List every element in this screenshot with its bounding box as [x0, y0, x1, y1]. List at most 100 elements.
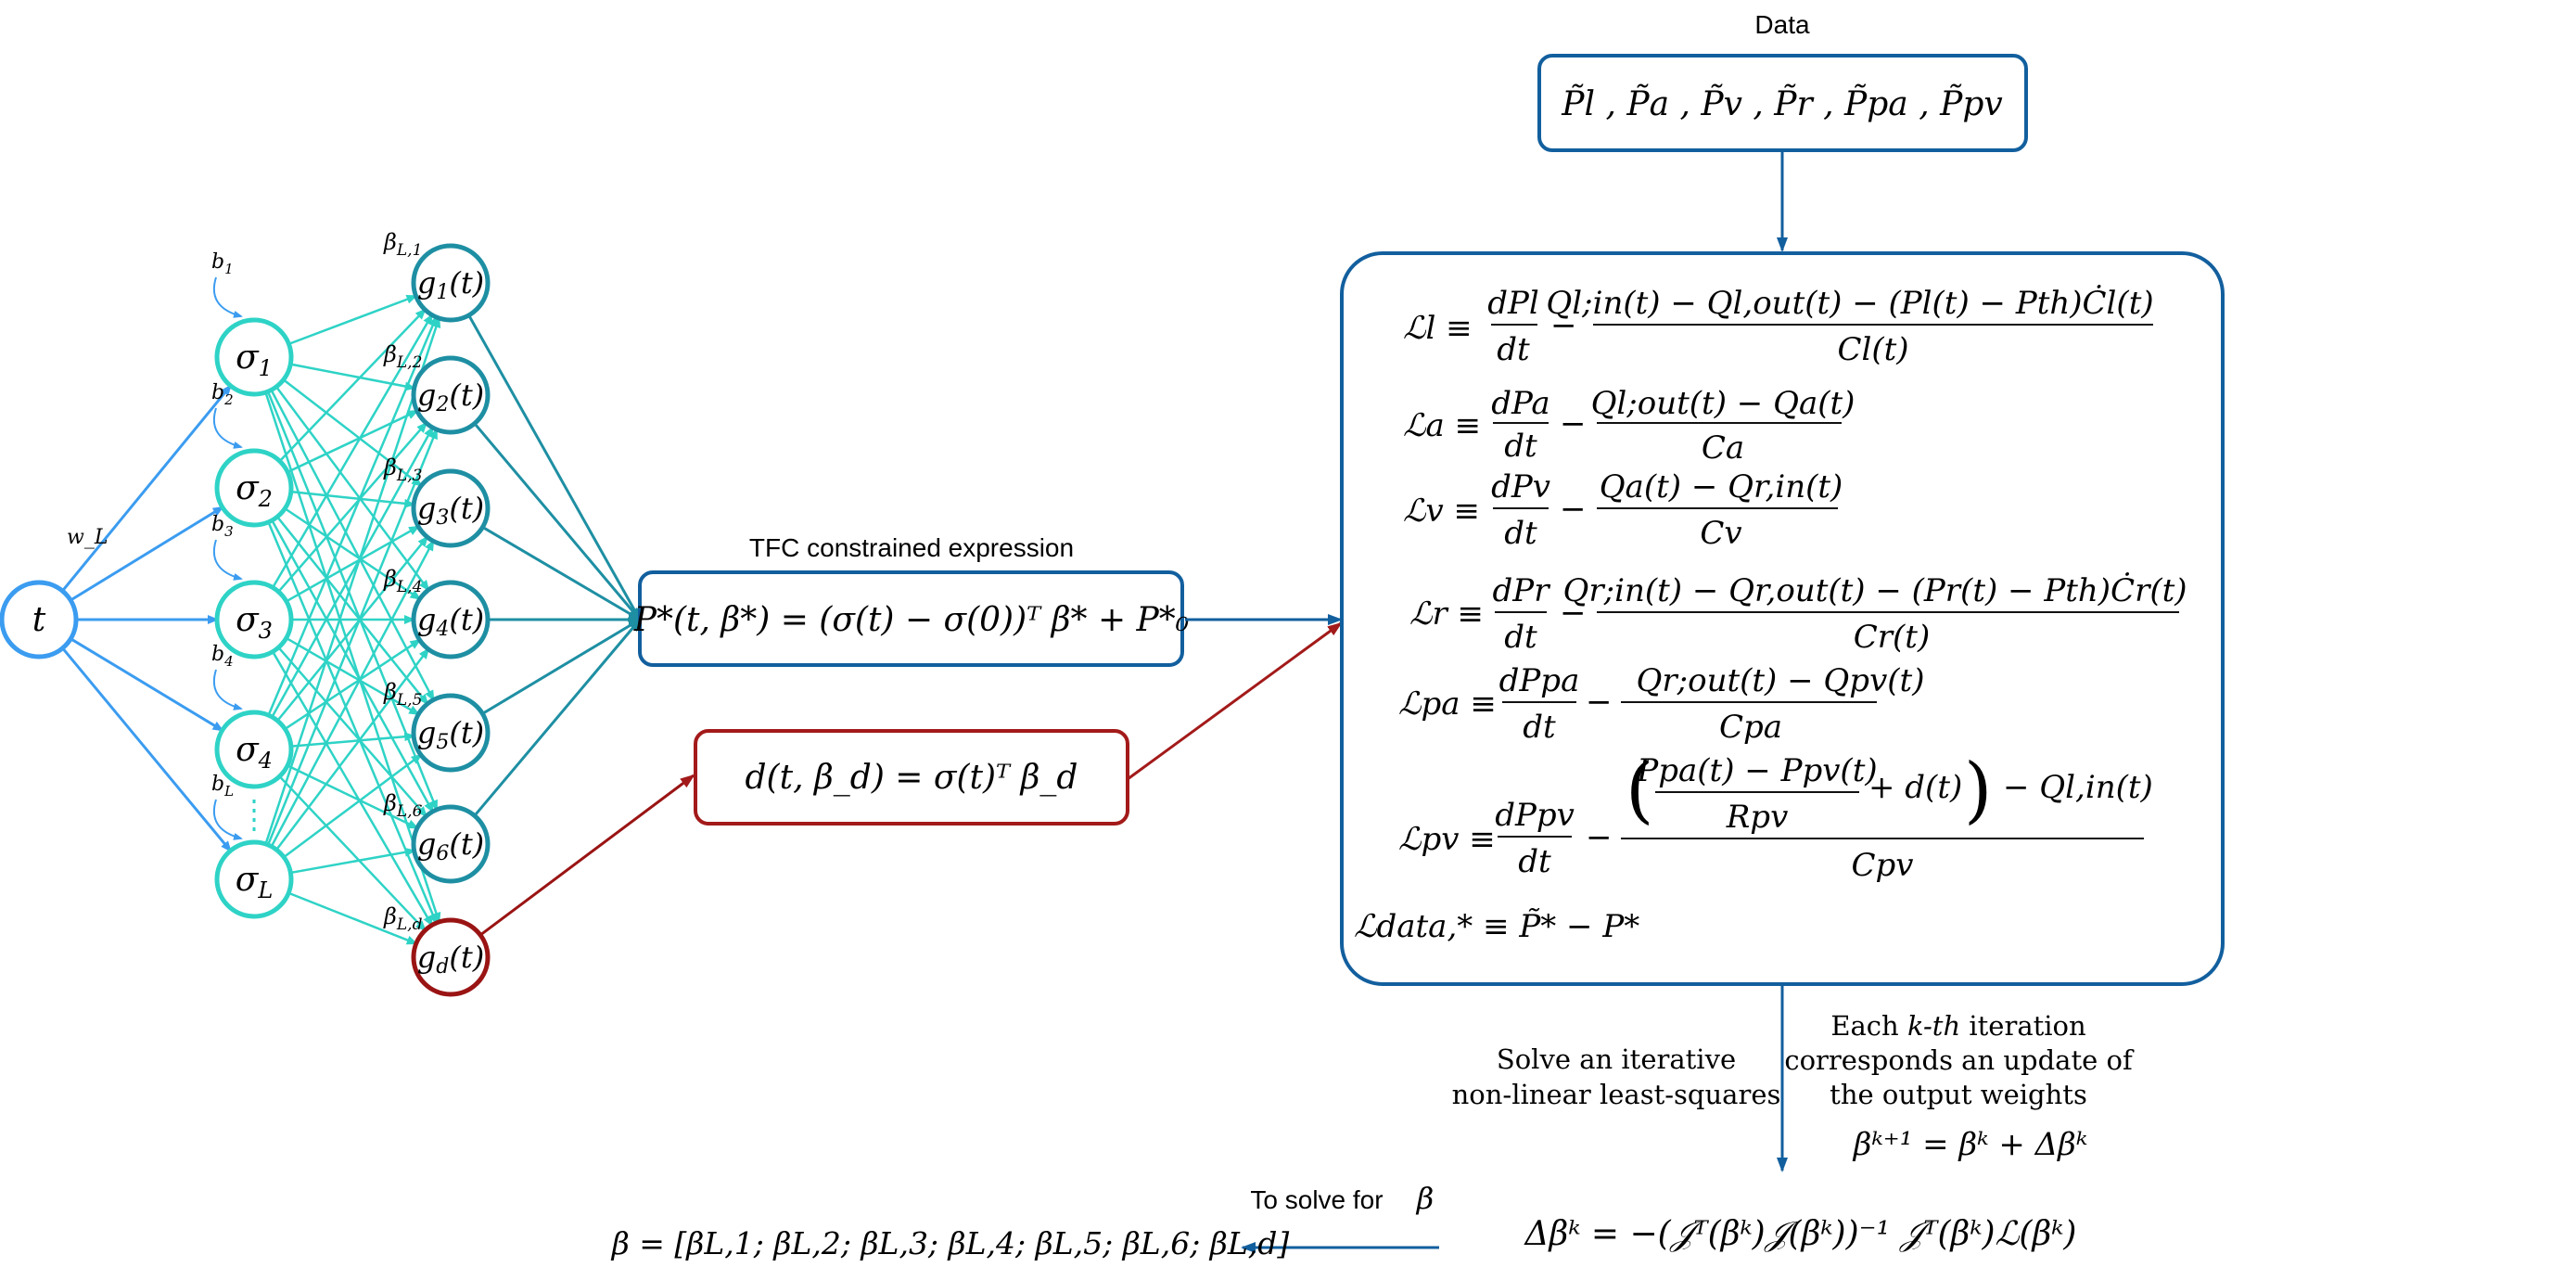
hidden-edge — [290, 732, 416, 748]
hidden-node-4: σ4 b4 — [211, 643, 294, 789]
solver-text: Solve an iterative non-linear least-squa… — [1452, 1010, 2135, 1110]
svg-text:dPpv: dPpv — [1495, 797, 1575, 834]
hidden-edge — [283, 753, 423, 859]
hidden-edge — [277, 421, 427, 593]
bias-arrow — [212, 276, 243, 318]
svg-text:Cv: Cv — [1700, 515, 1741, 552]
svg-text:dt: dt — [1497, 331, 1530, 368]
hidden-edge — [270, 539, 435, 848]
bias-label: b2 — [211, 381, 234, 408]
loss-l: ℒl ≡ dPl dt − Ql;in(t) − Ql,out(t) − (Pl… — [1403, 284, 2154, 368]
bias-arrow — [212, 799, 243, 840]
output-node-label: g3(t) — [417, 491, 484, 530]
svg-text:Qr;in(t) − Qr,out(t) − (Pr(t): Qr;in(t) − Qr,out(t) − (Pr(t) − Pth)Ċr(t… — [1562, 571, 2187, 609]
update-equation: βᵏ⁺¹ = βᵏ + Δβᵏ — [1852, 1126, 2088, 1163]
svg-text:dt: dt — [1504, 619, 1537, 656]
svg-text:Cr(t): Cr(t) — [1854, 619, 1930, 656]
svg-text:Ql;out(t) − Qa(t): Ql;out(t) − Qa(t) — [1591, 385, 1855, 422]
weight-label: w_L — [67, 526, 108, 549]
input-edge — [70, 637, 224, 732]
input-label: t — [32, 601, 46, 639]
beta-label: βL,4 — [383, 566, 422, 596]
delta-equation: Δβᵏ = −(𝒥ᵀ(βᵏ)𝒥(βᵏ))⁻¹ 𝒥ᵀ(βᵏ)ℒ(βᵏ) — [1524, 1215, 2077, 1253]
output-edge — [473, 422, 642, 621]
output-edge — [467, 314, 642, 621]
loss-pa: ℒpa ≡ dPpa dt − Qr;out(t) − Qpv(t) Cpa — [1398, 662, 1924, 746]
input-edge — [61, 646, 232, 852]
tfc-expression: P*(t, β*) = (σ(t) − σ(0))ᵀ β* + P*₀ — [633, 601, 1189, 639]
beta-vector: β = [βL,1; βL,2; βL,3; βL,4; βL,5; βL,6;… — [610, 1225, 1290, 1261]
svg-text:dPa: dPa — [1491, 385, 1549, 422]
svg-text:dt: dt — [1504, 428, 1537, 465]
hidden-edge — [287, 294, 418, 346]
bias-label: b1 — [211, 250, 234, 277]
svg-text:+ d(t): + d(t) — [1868, 769, 1962, 806]
d-expression: d(t, β_d) = σ(t)ᵀ β_d — [746, 759, 1078, 797]
svg-text:(: ( — [1626, 749, 1653, 832]
loss-pv: ℒpv ≡ dPpv dt − ( Ppa(t) − Ppv(t) Rpv + … — [1398, 749, 2153, 884]
input-edge — [61, 384, 232, 593]
beta-label: βL,3 — [383, 454, 422, 485]
hidden-node-label: σ4 — [236, 731, 273, 774]
output-node-label: g6(t) — [417, 826, 484, 865]
svg-text:−: − — [1550, 307, 1577, 344]
svg-text:ℒpv ≡: ℒpv ≡ — [1398, 821, 1496, 858]
svg-text:−: − — [1586, 684, 1613, 721]
hidden-edge — [264, 316, 441, 845]
iteration-text: Each k-th iteration — [1830, 1010, 2085, 1042]
hidden-edge — [278, 308, 427, 462]
hidden-edge — [272, 650, 433, 928]
to-solve-symbol: β — [1416, 1181, 1435, 1216]
hidden-edge — [267, 315, 438, 716]
hidden-edge — [287, 891, 418, 945]
d-to-loss-arrow — [1127, 621, 1343, 781]
svg-text:−: − — [1560, 405, 1587, 442]
bias-arrow — [212, 539, 243, 581]
hidden-edge — [277, 646, 427, 818]
data-values: P̃l , P̃a , P̃v , P̃r , P̃pa , P̃pv — [1561, 84, 2002, 123]
network-nodes: σ1b1σ2b2σ3b3σ4b4σLbLg1(t)βL,1g2(t)βL,2g3… — [211, 229, 491, 997]
output-node-2: g2(t)βL,2 — [383, 341, 491, 435]
output-node-3: g3(t) βL,3 — [383, 454, 491, 548]
output-node-5: g5(t)βL,5 — [383, 679, 491, 773]
hidden-edge — [271, 426, 434, 718]
loss-a: ℒa ≡ dPa dt − Ql;out(t) − Qa(t) Ca — [1403, 385, 1855, 467]
svg-text:dPl: dPl — [1487, 285, 1539, 322]
svg-text:Rpv: Rpv — [1726, 799, 1789, 836]
output-node-6: g6(t) βL,6 — [383, 790, 491, 884]
svg-text:Ql;in(t) − Ql,out(t) − (Pl(t): Ql;in(t) − Ql,out(t) − (Pl(t) − Pth)Ċl(t… — [1546, 284, 2153, 322]
beta-label: βL,1 — [383, 229, 422, 260]
output-node-d: gd(t)βL,d — [383, 903, 491, 997]
output-connections — [467, 314, 695, 937]
hidden-edge — [276, 535, 428, 722]
hidden-edge — [287, 409, 419, 474]
hidden-edge — [282, 378, 423, 487]
hidden-edge — [290, 363, 416, 391]
svg-text:Cpv: Cpv — [1852, 847, 1914, 884]
svg-text:−: − — [1560, 595, 1587, 632]
hidden-edge — [272, 313, 433, 589]
loss-v: ℒv ≡ dPv dt − Qa(t) − Qr,in(t) Cv — [1403, 468, 1843, 552]
svg-text:− Ql,in(t): − Ql,in(t) — [2003, 769, 2153, 806]
bias-label: b4 — [211, 643, 234, 670]
input-edge — [70, 506, 224, 602]
output-edge — [473, 618, 642, 817]
beta-label: βL,6 — [383, 790, 423, 821]
hidden-edge — [278, 775, 427, 932]
beta-label: βL,5 — [383, 679, 422, 710]
hidden-edge — [290, 490, 416, 508]
output-node-1: g1(t)βL,1 — [383, 229, 491, 323]
input-connections — [61, 384, 232, 852]
svg-text:−: − — [1586, 819, 1613, 856]
svg-text:dPpa: dPpa — [1499, 662, 1580, 699]
hidden-edge — [276, 516, 429, 706]
bias-arrow — [212, 407, 243, 449]
output-edge — [481, 525, 642, 621]
hidden-node-label: σ1 — [236, 339, 273, 381]
bias-arrow — [212, 669, 243, 710]
output-node-label: gd(t) — [417, 940, 484, 979]
d-box — [694, 729, 1129, 826]
svg-text:): ) — [1964, 749, 1992, 832]
